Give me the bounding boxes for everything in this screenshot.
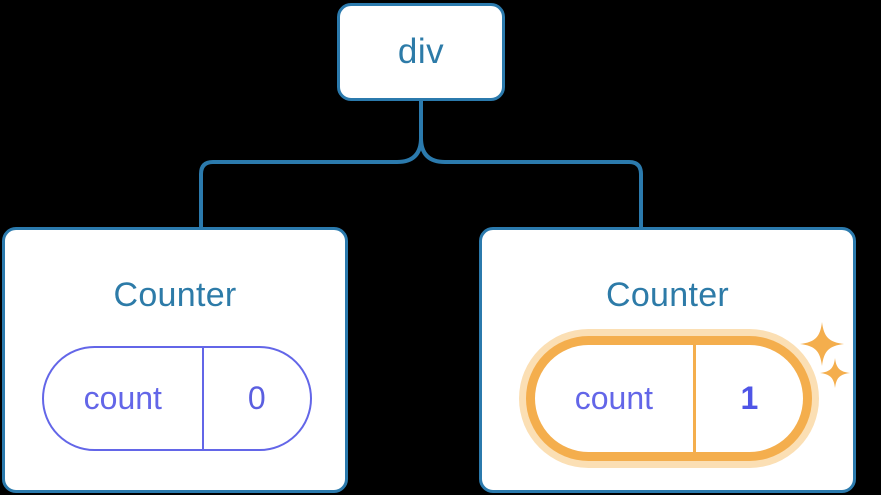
sparkle-icon bbox=[800, 322, 844, 366]
counter-left-title: Counter bbox=[113, 276, 237, 314]
root-node-label: div bbox=[397, 32, 445, 71]
sparkle-icon bbox=[820, 358, 850, 388]
state-pill-right[interactable]: count 1 bbox=[535, 345, 803, 452]
counter-right-title: Counter bbox=[605, 276, 730, 314]
state-pill-right-wrap: count 1 bbox=[519, 329, 819, 468]
state-pill-left-key: count bbox=[44, 348, 204, 449]
state-pill-right-value: 1 bbox=[740, 380, 759, 416]
connector-left-branch bbox=[199, 136, 423, 229]
state-pill-left-value: 0 bbox=[247, 380, 266, 416]
connector-right-branch bbox=[419, 98, 643, 229]
state-pill-left[interactable]: count 0 bbox=[42, 346, 312, 451]
node-root-div[interactable]: div bbox=[337, 3, 505, 101]
state-pill-right-key: count bbox=[535, 345, 696, 452]
state-pill-left-wrap: count 0 bbox=[42, 346, 312, 451]
